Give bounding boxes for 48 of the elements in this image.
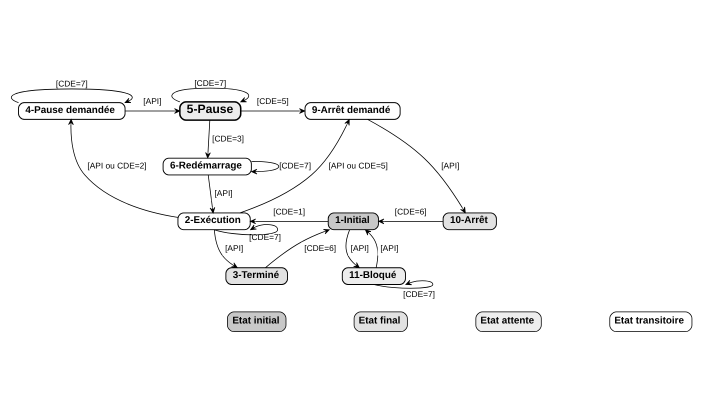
legend-label: Etat transitoire <box>614 316 684 327</box>
node-box: 4-Pause demandée <box>18 102 126 120</box>
arrow <box>250 218 328 224</box>
edge-label: [CDE=7] <box>279 160 312 171</box>
arrow <box>251 161 280 174</box>
arrow <box>367 119 466 214</box>
edge-label: [API] <box>350 242 369 253</box>
node-box: 10-Arrêt <box>442 212 497 230</box>
arrow <box>10 88 133 104</box>
node-box: 5-Pause <box>179 101 242 121</box>
arrow <box>68 119 178 218</box>
arrow <box>365 229 378 268</box>
edge-label: [API] <box>225 242 244 253</box>
arrow <box>208 174 216 214</box>
edge-label: [CDE=7] <box>56 78 88 88</box>
arrow <box>346 230 360 268</box>
arrow <box>378 218 444 224</box>
edge-label: [CDE=5] <box>256 96 289 106</box>
arrow <box>124 108 180 114</box>
edge-label: [API] <box>143 96 162 106</box>
edge-label: [API] <box>441 160 460 171</box>
arrow <box>214 229 238 268</box>
arrow <box>240 108 306 114</box>
edge-label: [API ou CDE=5] <box>328 160 388 171</box>
arrow <box>265 228 330 268</box>
edge-label: [CDE=7] <box>194 78 226 88</box>
edge-label: [API ou CDE=2] <box>87 160 147 171</box>
edge-label: [CDE=7] <box>403 288 436 299</box>
legend-label: Etat initial <box>232 316 280 327</box>
node-box: 6-Redémarrage <box>162 158 252 176</box>
legend-label: Etat attente <box>480 316 534 327</box>
arrow <box>171 88 250 102</box>
edge-label: [CDE=1] <box>273 206 306 216</box>
edge-label: [API] <box>380 242 398 253</box>
edge-label: [API] <box>214 188 233 198</box>
node-box: 2-Exécution <box>177 212 251 230</box>
arrow <box>374 280 434 289</box>
edge-label: [CDE=3] <box>212 133 244 144</box>
arrow <box>214 224 278 236</box>
edge-label: [CDE=6] <box>394 206 427 216</box>
node-box: 9-Arrêt demandé <box>304 102 401 120</box>
node-box: 1-Initial <box>328 212 379 230</box>
arrow <box>239 119 350 214</box>
legend-label: Etat final <box>358 316 400 327</box>
edge-label: [CDE=6] <box>304 242 336 253</box>
arrow <box>205 120 211 158</box>
node-box: 3-Terminé <box>225 267 288 285</box>
node-box: 11-Bloqué <box>342 267 406 285</box>
